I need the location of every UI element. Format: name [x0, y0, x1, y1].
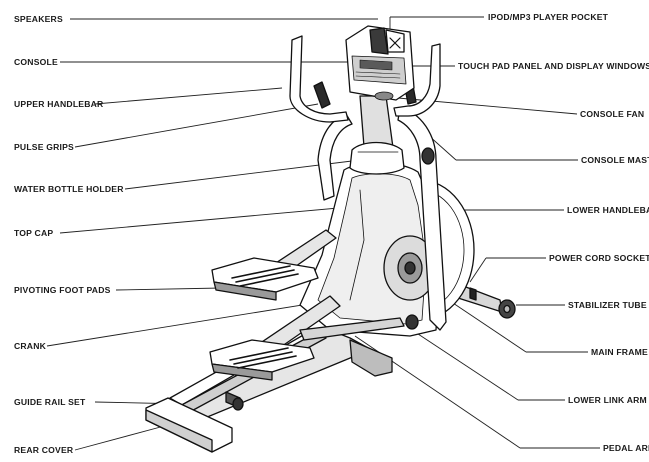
label-console-mast: CONSOLE MAST — [581, 155, 649, 165]
pulse-grip-left — [313, 81, 331, 109]
foot-pad-lower-treads — [229, 347, 297, 369]
stabilizer-clip — [469, 287, 477, 301]
foot-pad-upper-edge — [213, 281, 277, 301]
lower-link-arm-shape — [299, 317, 405, 341]
rear-roller-wheel — [232, 397, 244, 411]
label-touch-pad-panel: TOUCH PAD PANEL AND DISPLAY WINDOWS — [458, 61, 649, 71]
leader-lower-link-arm-a — [411, 329, 519, 401]
crank-bolt — [404, 261, 416, 275]
lower-handlebar-left — [317, 113, 353, 201]
water-bottle-holder-shape — [349, 141, 405, 175]
console-speaker-grille — [385, 29, 405, 53]
rear-cover-side — [145, 409, 213, 453]
leader-pivoting-foot-pads — [115, 287, 223, 291]
rail-foot — [349, 339, 393, 377]
leader-main-frame-a — [443, 296, 527, 353]
label-power-cord-socket: POWER CORD SOCKET — [549, 253, 649, 263]
console-display-window — [359, 59, 393, 71]
label-water-bottle-holder: WATER BOTTLE HOLDER — [14, 184, 124, 194]
label-console-fan: CONSOLE FAN — [580, 109, 645, 119]
console-buttons — [355, 71, 401, 79]
label-crank: CRANK — [14, 341, 47, 351]
upper-handlebar-right — [393, 43, 441, 117]
label-lower-handlebar: LOWER HANDLEBAR — [567, 205, 649, 215]
label-lower-link-arm: LOWER LINK ARM — [568, 395, 647, 405]
stabilizer-tube-cap — [503, 304, 511, 314]
leader-top-cap — [59, 204, 373, 234]
label-main-frame: MAIN FRAME — [591, 347, 648, 357]
console-speaker-mark — [389, 37, 401, 49]
label-pulse-grips: PULSE GRIPS — [14, 142, 74, 152]
label-speakers: SPEAKERS — [14, 14, 63, 24]
label-pivoting-foot-pads: PIVOTING FOOT PADS — [14, 285, 111, 295]
leader-upper-handlebar — [94, 87, 283, 105]
label-console: CONSOLE — [14, 57, 58, 67]
console-fan-shape — [374, 91, 394, 101]
frame-crease — [349, 189, 365, 301]
label-stabilizer-tube: STABILIZER TUBE — [568, 300, 647, 310]
label-guide-rail-set: GUIDE RAIL SET — [14, 397, 86, 407]
leader-power-cord-a — [469, 257, 487, 283]
machine — [145, 25, 516, 453]
ipod-pocket-shape — [369, 27, 389, 55]
label-upper-handlebar: UPPER HANDLEBAR — [14, 99, 104, 109]
foot-pad-lower-edge — [211, 363, 273, 381]
leader-pulse-grips — [74, 103, 319, 148]
upper-handlebar-left — [289, 35, 349, 123]
label-pedal-arm: PEDAL ARM — [603, 443, 649, 453]
link-pivot — [405, 314, 419, 330]
handlebar-pivot — [421, 147, 435, 165]
label-top-cap: TOP CAP — [14, 228, 54, 238]
foot-pad-upper-treads — [231, 265, 299, 287]
leader-rear-cover — [74, 424, 169, 451]
label-ipod-pocket: IPOD/MP3 PLAYER POCKET — [488, 12, 609, 22]
leader-lines — [46, 16, 600, 451]
label-rear-cover: REAR COVER — [14, 445, 74, 455]
